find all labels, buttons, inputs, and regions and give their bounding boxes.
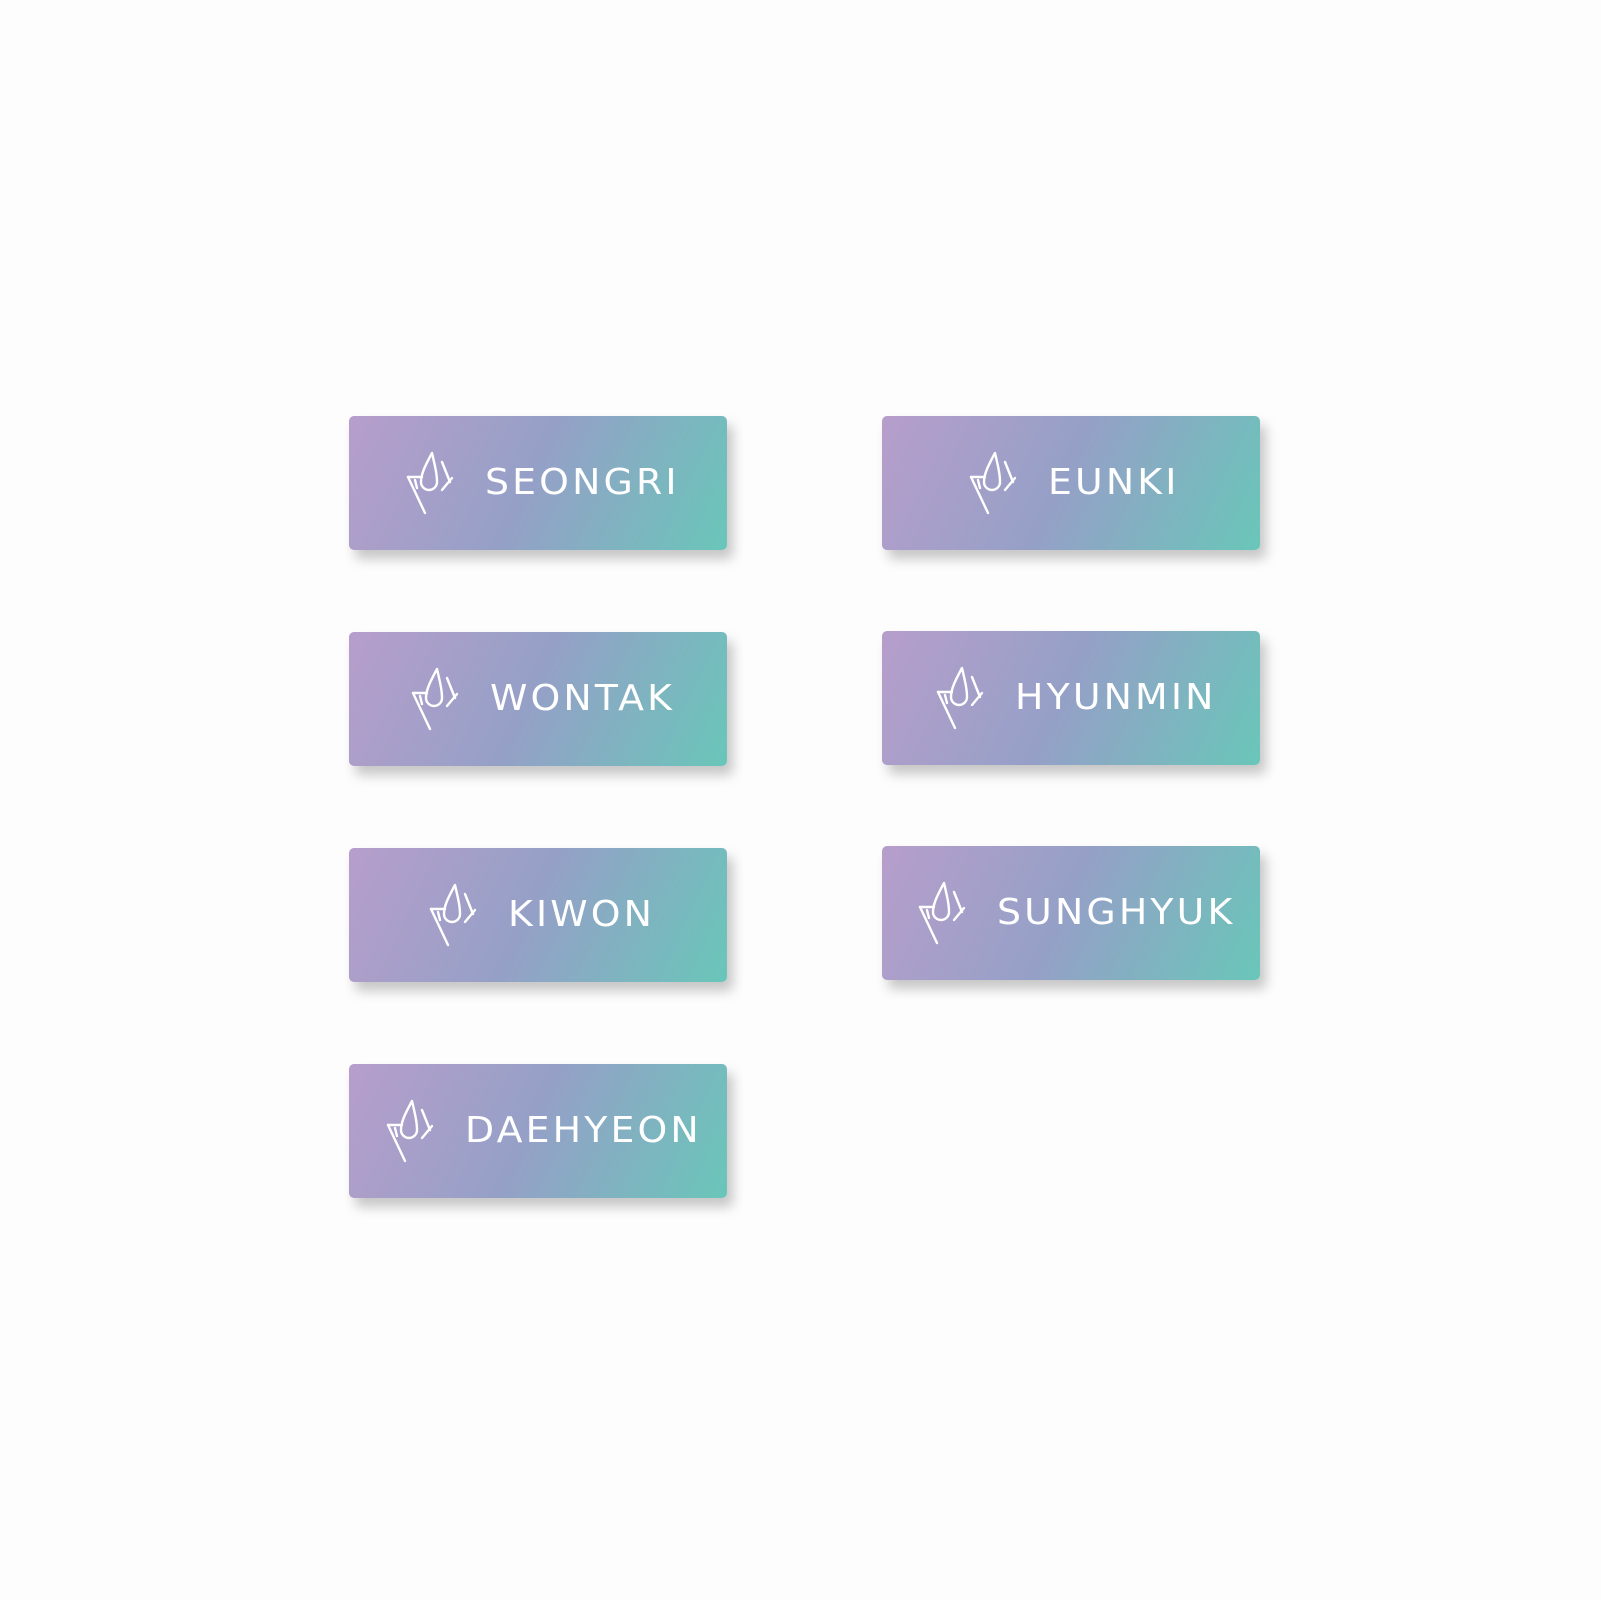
name-tag-label: HYUNMIN [1015, 677, 1217, 718]
name-tag-daehyeon: DAEHYEON [349, 1064, 727, 1198]
name-tag-wontak: WONTAK [349, 632, 727, 766]
name-tag-eunki: EUNKI [882, 416, 1260, 550]
name-tag-sunghyuk: SUNGHYUK [882, 846, 1260, 980]
teardrop-v-logo-icon [935, 665, 985, 731]
teardrop-v-logo-icon [385, 1098, 435, 1164]
name-tag-kiwon: KIWON [349, 848, 727, 982]
name-tag-label: SUNGHYUK [997, 892, 1236, 933]
teardrop-v-logo-icon [917, 880, 967, 946]
teardrop-v-logo-icon [405, 450, 455, 516]
name-tag-label: WONTAK [489, 678, 675, 719]
name-tag-hyunmin: HYUNMIN [882, 631, 1260, 765]
name-tag-seongri: SEONGRI [349, 416, 727, 550]
teardrop-v-logo-icon [428, 882, 478, 948]
name-tag-label: KIWON [507, 894, 656, 935]
teardrop-v-logo-icon [410, 666, 460, 732]
teardrop-v-logo-icon [968, 450, 1018, 516]
name-tag-label: DAEHYEON [465, 1110, 703, 1151]
name-tag-label: SEONGRI [485, 462, 680, 503]
name-tag-label: EUNKI [1048, 462, 1180, 503]
